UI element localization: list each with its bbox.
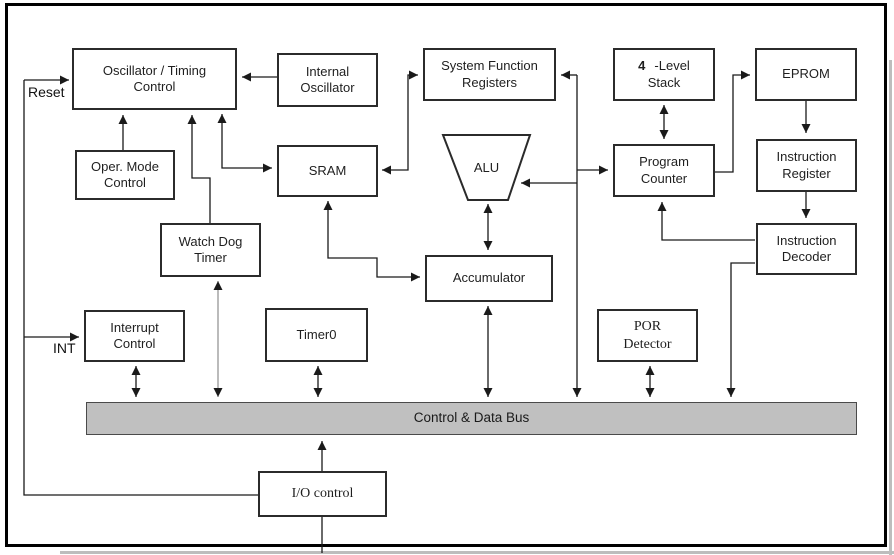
connector-instruction-decoder-pc <box>657 202 755 241</box>
block-alu: ALU <box>443 135 530 200</box>
connector-sram-sfr <box>382 70 418 175</box>
block-4-level-stack: 4 -Level Stack <box>613 48 715 101</box>
block-accumulator-label: Accumulator <box>452 270 526 286</box>
reset-signal-label: Reset <box>28 84 65 100</box>
block-eprom: EPROM <box>755 48 857 101</box>
block-stack-label-line2: Stack <box>647 74 681 90</box>
block-eprom-label: EPROM <box>782 66 830 82</box>
block-watch-dog-timer: Watch Dog Timer <box>160 223 261 277</box>
block-por-detector: POR Detector <box>597 309 698 362</box>
alu-trapezoid <box>441 134 532 201</box>
block-sram: SRAM <box>277 145 378 197</box>
block-pc-label-line2: Counter <box>640 170 688 186</box>
control-data-bus: Control & Data Bus <box>86 402 857 435</box>
block-interrupt-label-line2: Control <box>113 336 156 351</box>
block-oscillator-label-line1: Oscillator / Timing <box>102 62 207 78</box>
block-instruction-decoder: Instruction Decoder <box>756 223 857 275</box>
block-ir-label-line1: Instruction <box>776 149 837 165</box>
block-sfr-label-line2: Registers <box>462 74 517 90</box>
block-sfr-label-line1: System Function <box>441 58 538 74</box>
block-timer0-label: Timer0 <box>296 326 337 342</box>
block-io-control: I/O control <box>258 471 387 517</box>
scan-artifact-right <box>889 60 892 555</box>
block-io-control-label: I/O control <box>291 486 354 502</box>
int-signal-label: INT <box>53 340 76 356</box>
connector-wdt-to-oscillator <box>187 115 211 223</box>
block-oper-mode-label-line2: Control <box>104 175 146 190</box>
block-ir-label-line2: Register <box>782 165 831 181</box>
block-accumulator: Accumulator <box>425 255 553 302</box>
block-por-label-line1: POR <box>633 319 662 334</box>
block-internal-oscillator-label-line2: Oscillator <box>300 80 355 95</box>
block-alu-label: ALU <box>473 160 500 175</box>
diagram-border <box>5 3 887 547</box>
stack-level-text: -Level <box>654 58 690 74</box>
connector-instruction-decoder-bus <box>726 262 755 397</box>
connector-sram-accumulator <box>323 201 420 282</box>
connector-pc-to-eprom <box>715 70 750 173</box>
block-system-function-registers: System Function Registers <box>423 48 556 101</box>
block-oscillator-label-line2: Control <box>133 79 176 94</box>
block-wdt-label-line2: Timer <box>194 250 227 265</box>
block-oper-mode-control: Oper. Mode Control <box>75 150 175 200</box>
block-internal-oscillator: Internal Oscillator <box>277 53 378 107</box>
block-interrupt-label-line1: Interrupt <box>110 319 159 335</box>
block-id-label-line1: Instruction <box>776 232 837 248</box>
block-pc-label-line1: Program <box>639 154 689 170</box>
block-stack-label-line1: 4 -Level <box>638 58 690 74</box>
stack-depth-number: 4 <box>638 58 646 74</box>
connector-oscillator-sram <box>217 114 272 173</box>
control-data-bus-label: Control & Data Bus <box>413 410 530 426</box>
block-timer0: Timer0 <box>265 308 368 362</box>
block-id-label-line2: Decoder <box>781 249 832 264</box>
connector-left-rail-to-io-control <box>23 80 258 496</box>
scan-artifact-bottom <box>60 551 894 554</box>
block-internal-oscillator-label-line1: Internal <box>305 63 350 79</box>
block-program-counter: Program Counter <box>613 144 715 197</box>
block-wdt-label-line1: Watch Dog <box>178 233 243 249</box>
block-oscillator-timing-control: Oscillator / Timing Control <box>72 48 237 110</box>
block-interrupt-control: Interrupt Control <box>84 310 185 362</box>
block-sram-label: SRAM <box>308 162 347 178</box>
block-oper-mode-label-line1: Oper. Mode <box>91 158 159 174</box>
block-instruction-register: Instruction Register <box>756 139 857 192</box>
block-por-label-line2: Detector <box>623 336 672 352</box>
